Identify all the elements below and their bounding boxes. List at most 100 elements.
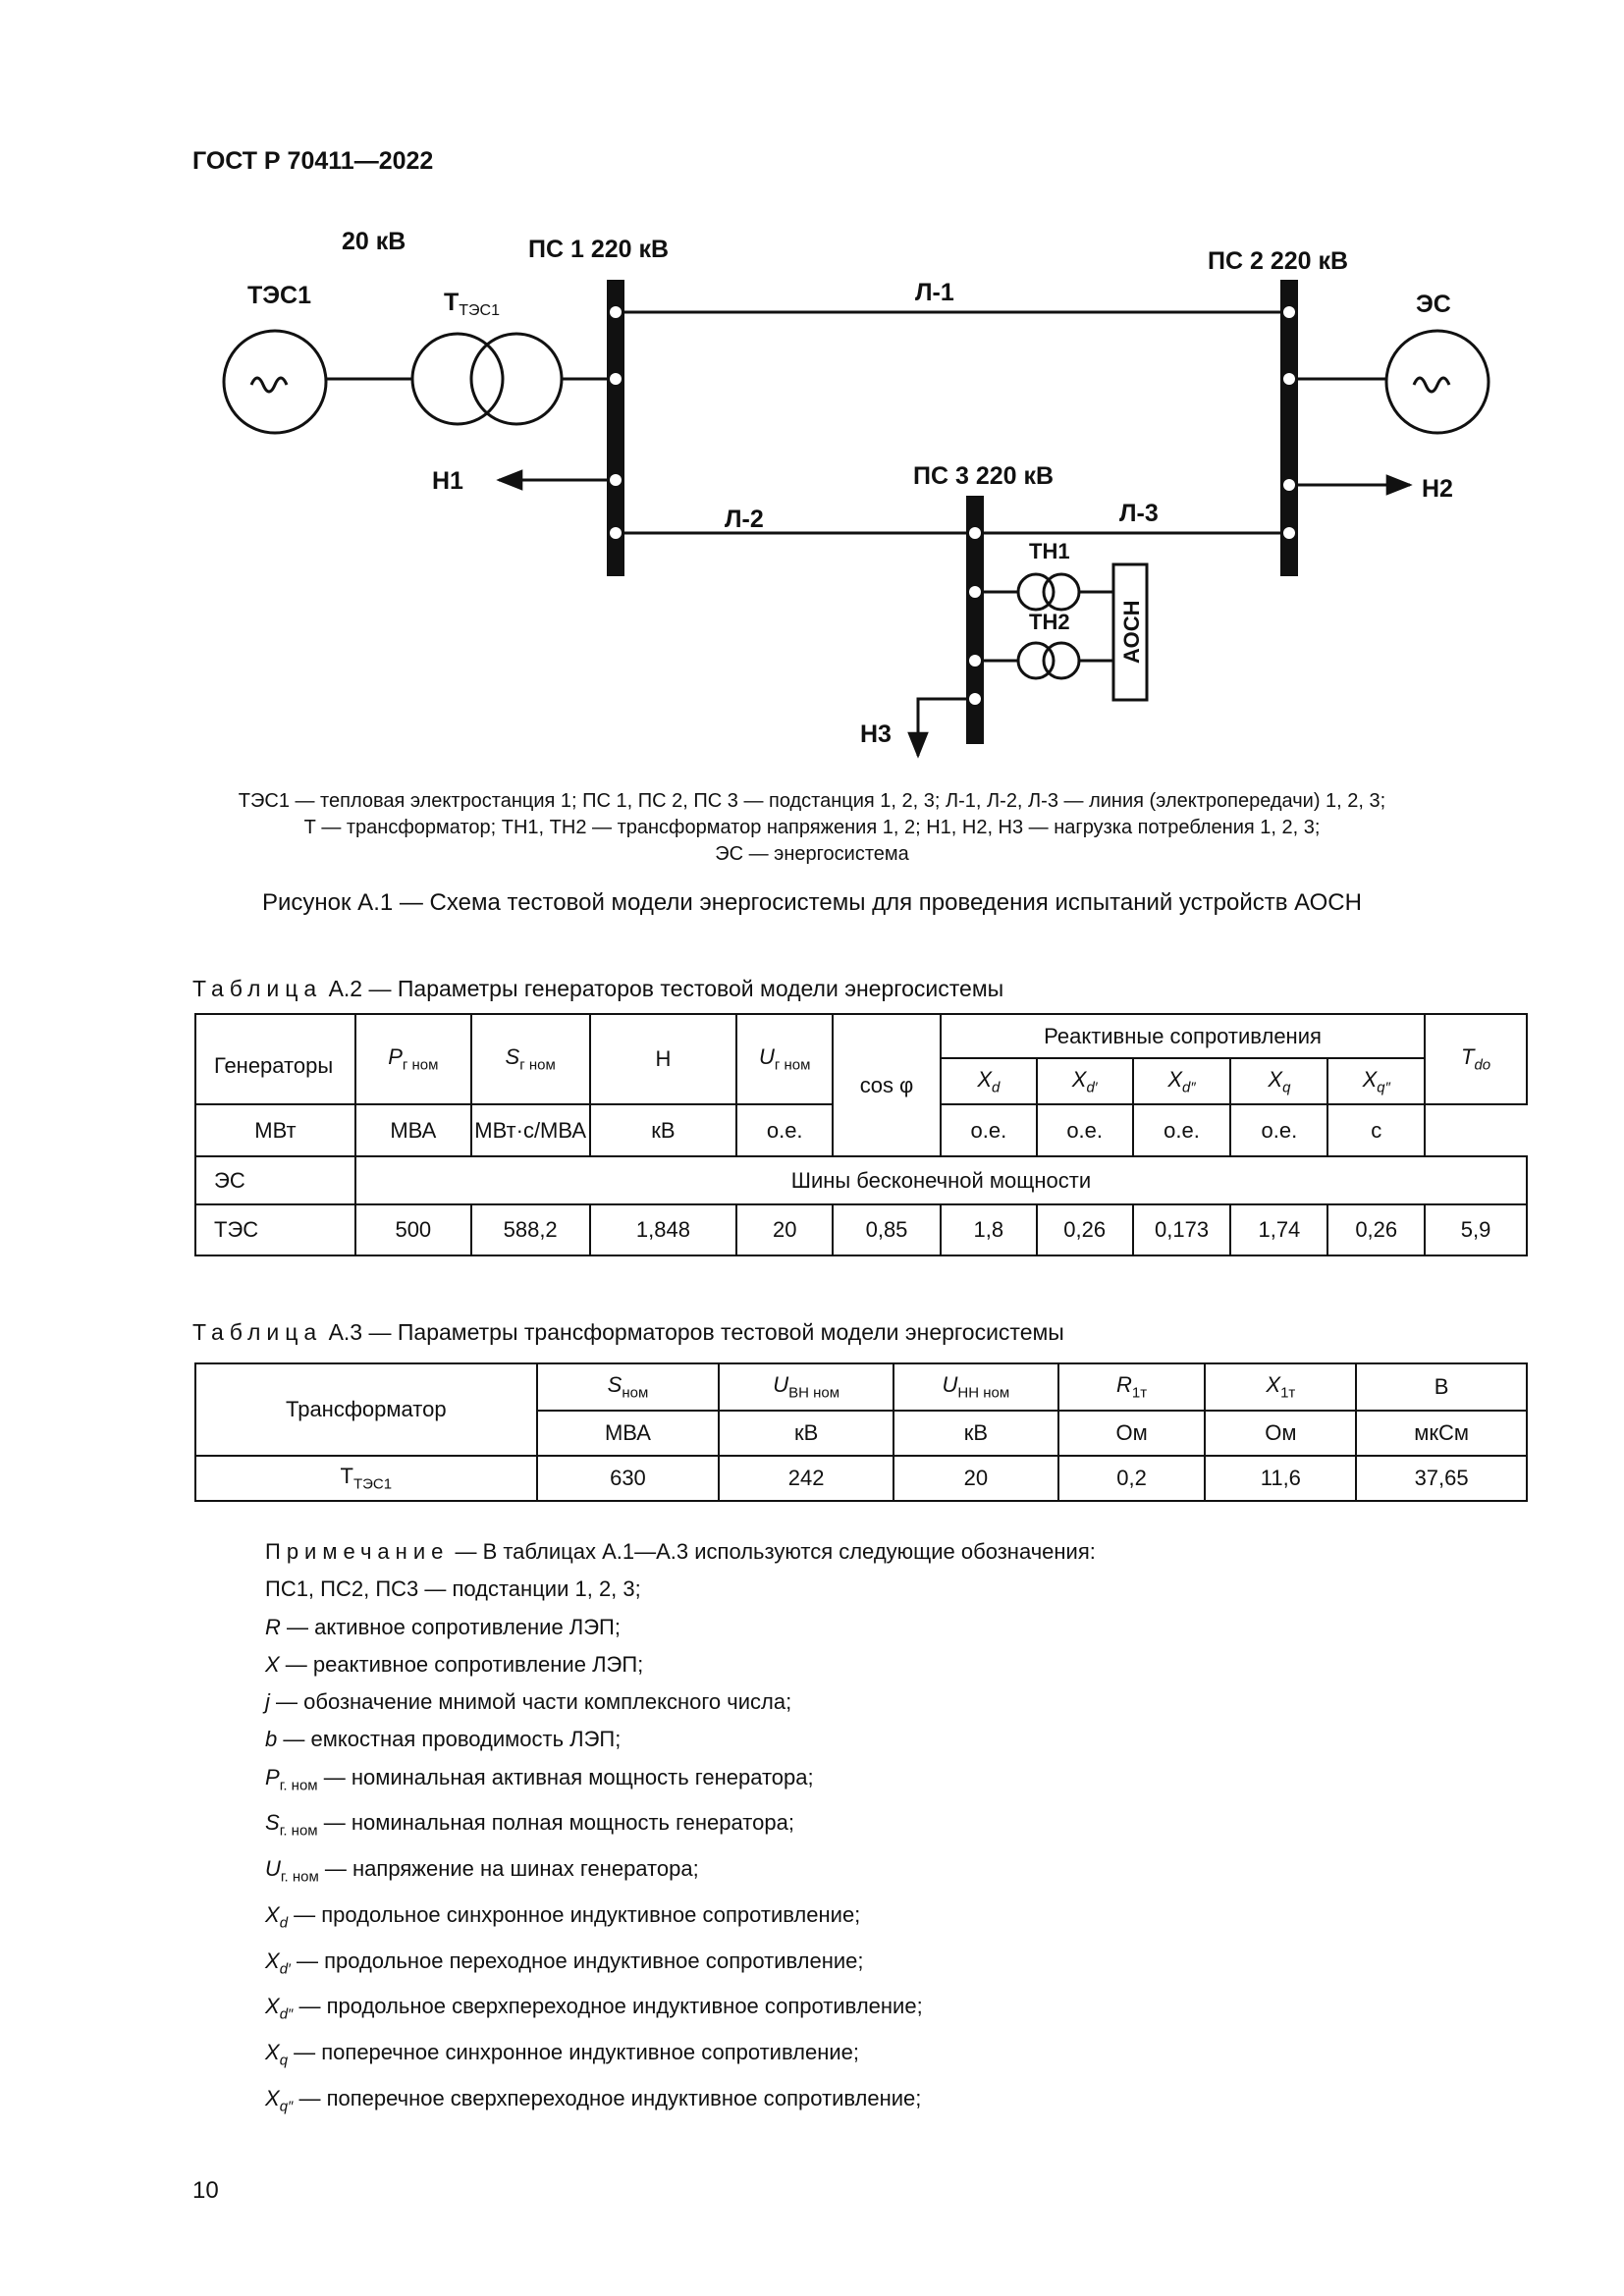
note-line: X — реактивное сопротивление ЛЭП;: [265, 1651, 644, 1677]
table-cell: 0,2: [1056, 1455, 1207, 1502]
note-line: Uг. ном — напряжение на шинах генератора…: [265, 1856, 699, 1886]
transformer-tes1-symbol-right: [469, 332, 564, 426]
label-ps1: ПС 1 220 кВ: [528, 236, 669, 263]
document-header: ГОСТ Р 70411—2022: [192, 147, 434, 175]
unit-cell: кВ: [892, 1410, 1059, 1457]
table-cell: 0,85: [832, 1203, 942, 1256]
label-l1: Л-1: [915, 279, 954, 306]
label-transformer: ТТЭС1: [444, 289, 500, 319]
note-line: Pг. ном — номинальная активная мощность …: [265, 1764, 814, 1794]
table-cell: 20: [735, 1203, 835, 1256]
legend-line-2: Т — трансформатор; ТН1, ТН2 — трансформа…: [303, 817, 1321, 838]
unit-cell: Ом: [1204, 1410, 1358, 1457]
label-n3: Н3: [860, 721, 892, 748]
col-tdo: Tdo: [1424, 1013, 1528, 1105]
table-cell: 0,173: [1131, 1203, 1232, 1256]
load-n3-arrow: [907, 697, 974, 759]
page-number: 10: [192, 2177, 219, 2204]
unit-cell: о.е.: [1131, 1103, 1232, 1157]
unit-cell: МВт: [194, 1103, 356, 1157]
unit-cell: Ом: [1056, 1410, 1207, 1457]
unit-cell: кВ: [718, 1410, 894, 1457]
aosn-device-box: [1111, 562, 1149, 702]
label-n2: Н2: [1422, 475, 1453, 503]
table-cell: 242: [718, 1455, 894, 1502]
table-cell: 0,26: [1035, 1203, 1134, 1256]
row-es-text: Шины бесконечной мощности: [353, 1155, 1529, 1205]
label-tn1: ТН1: [1029, 539, 1070, 563]
unit-cell: о.е.: [735, 1103, 835, 1157]
row-tes-name: ТЭС: [194, 1203, 356, 1256]
col-xq: Xq: [1229, 1057, 1329, 1105]
col-group-reactive: Реактивные сопротивления: [939, 1013, 1427, 1059]
table-cell: 5,9: [1424, 1203, 1528, 1256]
table-cell: 20: [892, 1455, 1059, 1502]
col-xd-transient: Xd′: [1035, 1057, 1134, 1105]
label-ps2: ПС 2 220 кВ: [1208, 247, 1348, 275]
unit-cell: о.е.: [939, 1103, 1038, 1157]
col-xq-subtransient: Xq″: [1326, 1057, 1427, 1105]
note-intro: Примечание — В таблицах А.1—А.3 использу…: [265, 1539, 1096, 1564]
col-xd: Xd: [939, 1057, 1038, 1105]
table-a3-caption: Таблица А.3 — Параметры трансформаторов …: [192, 1319, 1064, 1345]
row-es-name: ЭС: [194, 1155, 356, 1205]
note-line: Xd″ — продольное сверхпереходное индукти…: [265, 1994, 923, 2023]
table-a2-caption: Таблица А.2 — Параметры генераторов тест…: [192, 976, 1004, 1001]
label-n1: Н1: [432, 467, 463, 495]
legend-line-1: ТЭС1 — тепловая электростанция 1; ПС 1, …: [238, 790, 1386, 812]
note-line: R — активное сопротивление ЛЭП;: [265, 1614, 621, 1639]
label-ps3: ПС 3 220 кВ: [913, 462, 1054, 490]
unit-cell: МВА: [535, 1410, 721, 1457]
col-u-vn: UВН ном: [718, 1362, 894, 1412]
tes1-generator-symbol: [222, 329, 328, 435]
col-u-nn: UНН ном: [892, 1362, 1059, 1412]
unit-cell: о.е.: [1035, 1103, 1134, 1157]
table-cell: 37,65: [1355, 1455, 1528, 1502]
label-tn2: ТН2: [1029, 610, 1070, 634]
unit-cell: МВт·с/МВА: [469, 1103, 591, 1157]
col-u-nom: Uг ном: [735, 1013, 835, 1105]
table-cell: 500: [353, 1203, 472, 1256]
table-cell: 0,26: [1326, 1203, 1427, 1256]
unit-cell: с: [1326, 1103, 1427, 1157]
unit-cell: о.е.: [1229, 1103, 1329, 1157]
unit-cell: МВА: [353, 1103, 472, 1157]
es-generator-symbol: [1384, 329, 1490, 435]
col-r1t: R1т: [1056, 1362, 1207, 1412]
col-x1t: X1т: [1204, 1362, 1358, 1412]
note-line: j — обозначение мнимой части комплексног…: [265, 1689, 792, 1715]
col-s-nom: Sг ном: [469, 1013, 591, 1105]
label-l2: Л-2: [725, 506, 764, 533]
table-cell: 1,74: [1229, 1203, 1329, 1256]
table-a3: Трансформатор Sном UВН ном UНН ном R1т X…: [194, 1362, 1528, 1502]
label-20kv: 20 кВ: [342, 228, 406, 255]
figure-legend: ТЭС1 — тепловая электростанция 1; ПС 1, …: [147, 788, 1477, 868]
col-s-nom: Sном: [535, 1362, 721, 1412]
note-line: ПС1, ПС2, ПС3 — подстанции 1, 2, 3;: [265, 1576, 641, 1602]
label-es: ЭС: [1416, 291, 1451, 318]
notes: Примечание — В таблицах А.1—А.3 использу…: [265, 1533, 1096, 2125]
bus-ps3: [966, 496, 984, 744]
label-aosn: АОСН: [1119, 601, 1144, 665]
note-line: Xq″ — поперечное сверхпереходное индукти…: [265, 2085, 922, 2114]
bus-ps2: [1280, 280, 1298, 576]
label-l3: Л-3: [1119, 500, 1159, 527]
col-p-nom: Pг ном: [353, 1013, 472, 1105]
table-cell: 1,848: [588, 1203, 738, 1256]
note-line: b — емкостная проводимость ЛЭП;: [265, 1727, 622, 1752]
table-cell: 11,6: [1204, 1455, 1358, 1502]
note-line: Sг. ном — номинальная полная мощность ге…: [265, 1810, 794, 1840]
note-line: Xd′ — продольное переходное индуктивное …: [265, 1948, 864, 1977]
col-generators: Генераторы: [194, 1013, 356, 1105]
table-a2: Генераторы Pг ном Sг ном H Uг ном cos φ …: [194, 1013, 1529, 1256]
legend-line-3: ЭС — энергосистема: [715, 843, 909, 865]
transformer-tes1-symbol-left: [410, 332, 505, 426]
table-cell: 1,8: [939, 1203, 1038, 1256]
col-cos-phi: cos φ: [832, 1013, 942, 1157]
table-cell: 630: [535, 1455, 721, 1502]
label-tes1: ТЭС1: [247, 282, 311, 309]
unit-cell: кВ: [588, 1103, 738, 1157]
note-line: Xd — продольное синхронное индуктивное с…: [265, 1901, 861, 1932]
figure-caption: Рисунок А.1 — Схема тестовой модели энер…: [262, 889, 1362, 916]
table-row: ЭС Шины бесконечной мощности: [194, 1155, 1529, 1205]
